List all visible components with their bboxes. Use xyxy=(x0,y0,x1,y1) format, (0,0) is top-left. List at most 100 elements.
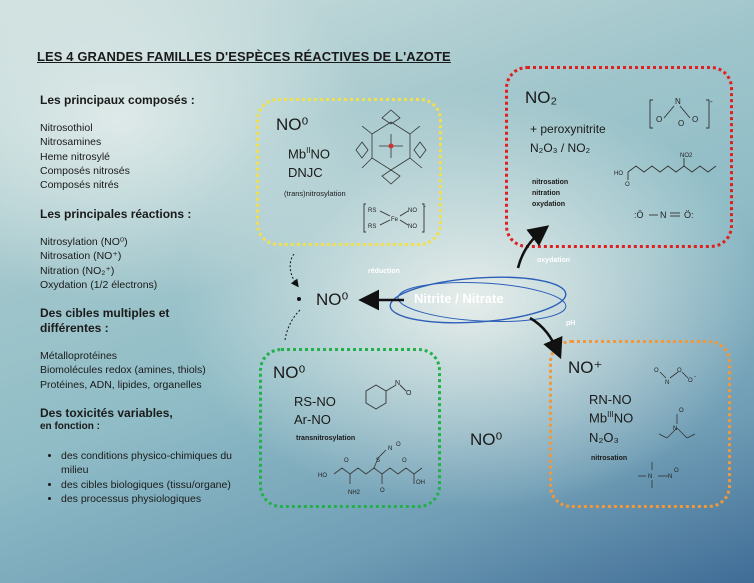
svg-text:O: O xyxy=(380,488,385,494)
nitro-fatty-acid-icon: HO O NO2 xyxy=(614,153,717,186)
svg-text:N: N xyxy=(673,426,677,432)
dotted-arrow-bottom xyxy=(284,309,301,341)
list-item: Composés nitrés xyxy=(40,179,119,192)
toxicites-subheading: en fonction : xyxy=(40,421,100,432)
list-item: des processus physiologiques xyxy=(61,492,243,506)
list-item: Métalloprotéines xyxy=(40,350,118,362)
svg-text:O: O xyxy=(654,368,659,374)
heme-structure-icon xyxy=(355,109,427,185)
yellow-formula-2: DNJC xyxy=(288,165,323,180)
toxicites-heading: Des toxicités variables, xyxy=(40,406,173,420)
svg-text:N: N xyxy=(395,380,400,387)
nitrosamine-structure-icon: ON xyxy=(658,408,696,439)
svg-text:O: O xyxy=(692,115,698,124)
orange-box xyxy=(549,340,731,508)
composes-heading: Les principaux composés : xyxy=(40,93,195,107)
svg-text:NO: NO xyxy=(408,208,417,214)
yellow-label: (trans)nitrosylation xyxy=(284,189,346,198)
svg-text:O: O xyxy=(688,378,693,384)
green-species: NO⁰ xyxy=(273,363,306,382)
svg-text:O: O xyxy=(674,468,679,474)
orange-formula-1: RN-NO xyxy=(589,392,632,407)
fe-no-complex-icon: RS RS Fe NO NO - xyxy=(363,203,426,233)
svg-text:-: - xyxy=(424,204,426,210)
svg-text:O: O xyxy=(406,390,412,397)
list-item: Protéines, ADN, lipides, organelles xyxy=(40,378,202,391)
svg-text:-: - xyxy=(710,97,713,106)
svg-text:O: O xyxy=(678,119,684,128)
svg-text:HO: HO xyxy=(318,473,327,479)
list-item: nitrosation xyxy=(532,179,569,186)
oxidation-arrow xyxy=(516,225,550,269)
composes-list: Nitrosothiol Nitrosamines Heme nitrosylé… xyxy=(40,121,130,192)
list-item: Nitrosation (NO⁺) xyxy=(40,250,122,263)
toxicites-list: des conditions physico-chimiques du mili… xyxy=(43,449,243,506)
svg-text:NO2: NO2 xyxy=(680,153,693,159)
green-box xyxy=(259,348,441,508)
red-box xyxy=(505,66,733,248)
svg-text:N: N xyxy=(675,97,681,106)
yellow-species: NO⁰ xyxy=(276,115,309,134)
svg-text:OH: OH xyxy=(416,480,425,486)
no-left-label: NO⁰ xyxy=(316,290,349,309)
svg-text:RS: RS xyxy=(368,224,376,230)
oxidation-label: oxydation xyxy=(537,257,571,264)
svg-text:HO: HO xyxy=(614,171,623,177)
svg-text:N: N xyxy=(668,474,672,480)
red-species: NO₂ xyxy=(525,88,558,107)
svg-text:N: N xyxy=(665,380,669,386)
list-item: Nitrosothiol xyxy=(40,122,93,134)
orange-label: nitrosation xyxy=(591,455,628,462)
svg-text:O: O xyxy=(402,458,407,464)
list-item: Composés nitrosés xyxy=(40,164,130,177)
svg-text:N: N xyxy=(648,474,652,480)
green-formula-2: Ar-NO xyxy=(294,412,331,427)
svg-text:O: O xyxy=(677,368,682,374)
svg-text:Ö:: Ö: xyxy=(684,210,694,220)
yellow-formula-1: MbIINO xyxy=(288,146,331,162)
svg-text:O: O xyxy=(625,182,630,186)
list-item: Heme nitrosylé xyxy=(40,150,111,163)
orange-formula-2: MbIIINO xyxy=(589,410,634,426)
cibles-list: Métalloprotéines Biomolécules redox (ami… xyxy=(40,349,206,392)
svg-text:NO: NO xyxy=(408,224,417,230)
reactions-heading: Les principales réactions : xyxy=(40,207,192,221)
no2-radical-structure-icon: :Ö N Ö: xyxy=(634,210,694,220)
list-item: des cibles biologiques (tissu/organe) xyxy=(61,478,243,492)
svg-text:N: N xyxy=(660,210,667,220)
reactions-list: Nitrosylation (NO⁰) Nitrosation (NO⁺) Ni… xyxy=(40,235,157,292)
list-item: oxydation xyxy=(532,201,566,208)
yellow-box xyxy=(256,98,442,246)
ph-arrow xyxy=(529,316,563,360)
ph-label: pH xyxy=(566,320,576,327)
red-reactions: nitrosation nitration oxydation xyxy=(532,177,568,210)
list-item: Nitrosamines xyxy=(40,136,102,149)
hub-ellipse xyxy=(389,276,567,324)
orange-formula-3: N₂O₃ xyxy=(589,430,619,445)
green-formula-1: RS-NO xyxy=(294,394,336,409)
red-line-1: + peroxynitrite xyxy=(530,122,606,136)
list-item: des conditions physico-chimiques du mili… xyxy=(61,449,243,478)
svg-text:-: - xyxy=(694,374,696,380)
svg-text:O: O xyxy=(679,408,684,414)
orange-species: NO⁺ xyxy=(568,358,603,377)
red-line-2: N₂O₃ / NO₂ xyxy=(530,141,591,155)
svg-text:O: O xyxy=(656,115,662,124)
svg-text:NH2: NH2 xyxy=(348,490,361,496)
reduction-label: réduction xyxy=(368,268,400,275)
hub-label: Nitrite / Nitrate xyxy=(414,291,504,306)
green-label: transnitrosylation xyxy=(296,435,356,442)
svg-text:O: O xyxy=(344,458,349,464)
svg-text:RS: RS xyxy=(368,208,376,214)
svg-text::Ö: :Ö xyxy=(634,210,644,220)
no-bottom-label: NO⁰ xyxy=(470,430,503,449)
list-item: Nitrosylation (NO⁰) xyxy=(40,236,128,248)
svg-text:Fe: Fe xyxy=(391,217,399,223)
page-title: LES 4 GRANDES FAMILLES D'ESPÈCES RÉACTIV… xyxy=(37,49,451,64)
list-item: nitration xyxy=(532,190,560,197)
